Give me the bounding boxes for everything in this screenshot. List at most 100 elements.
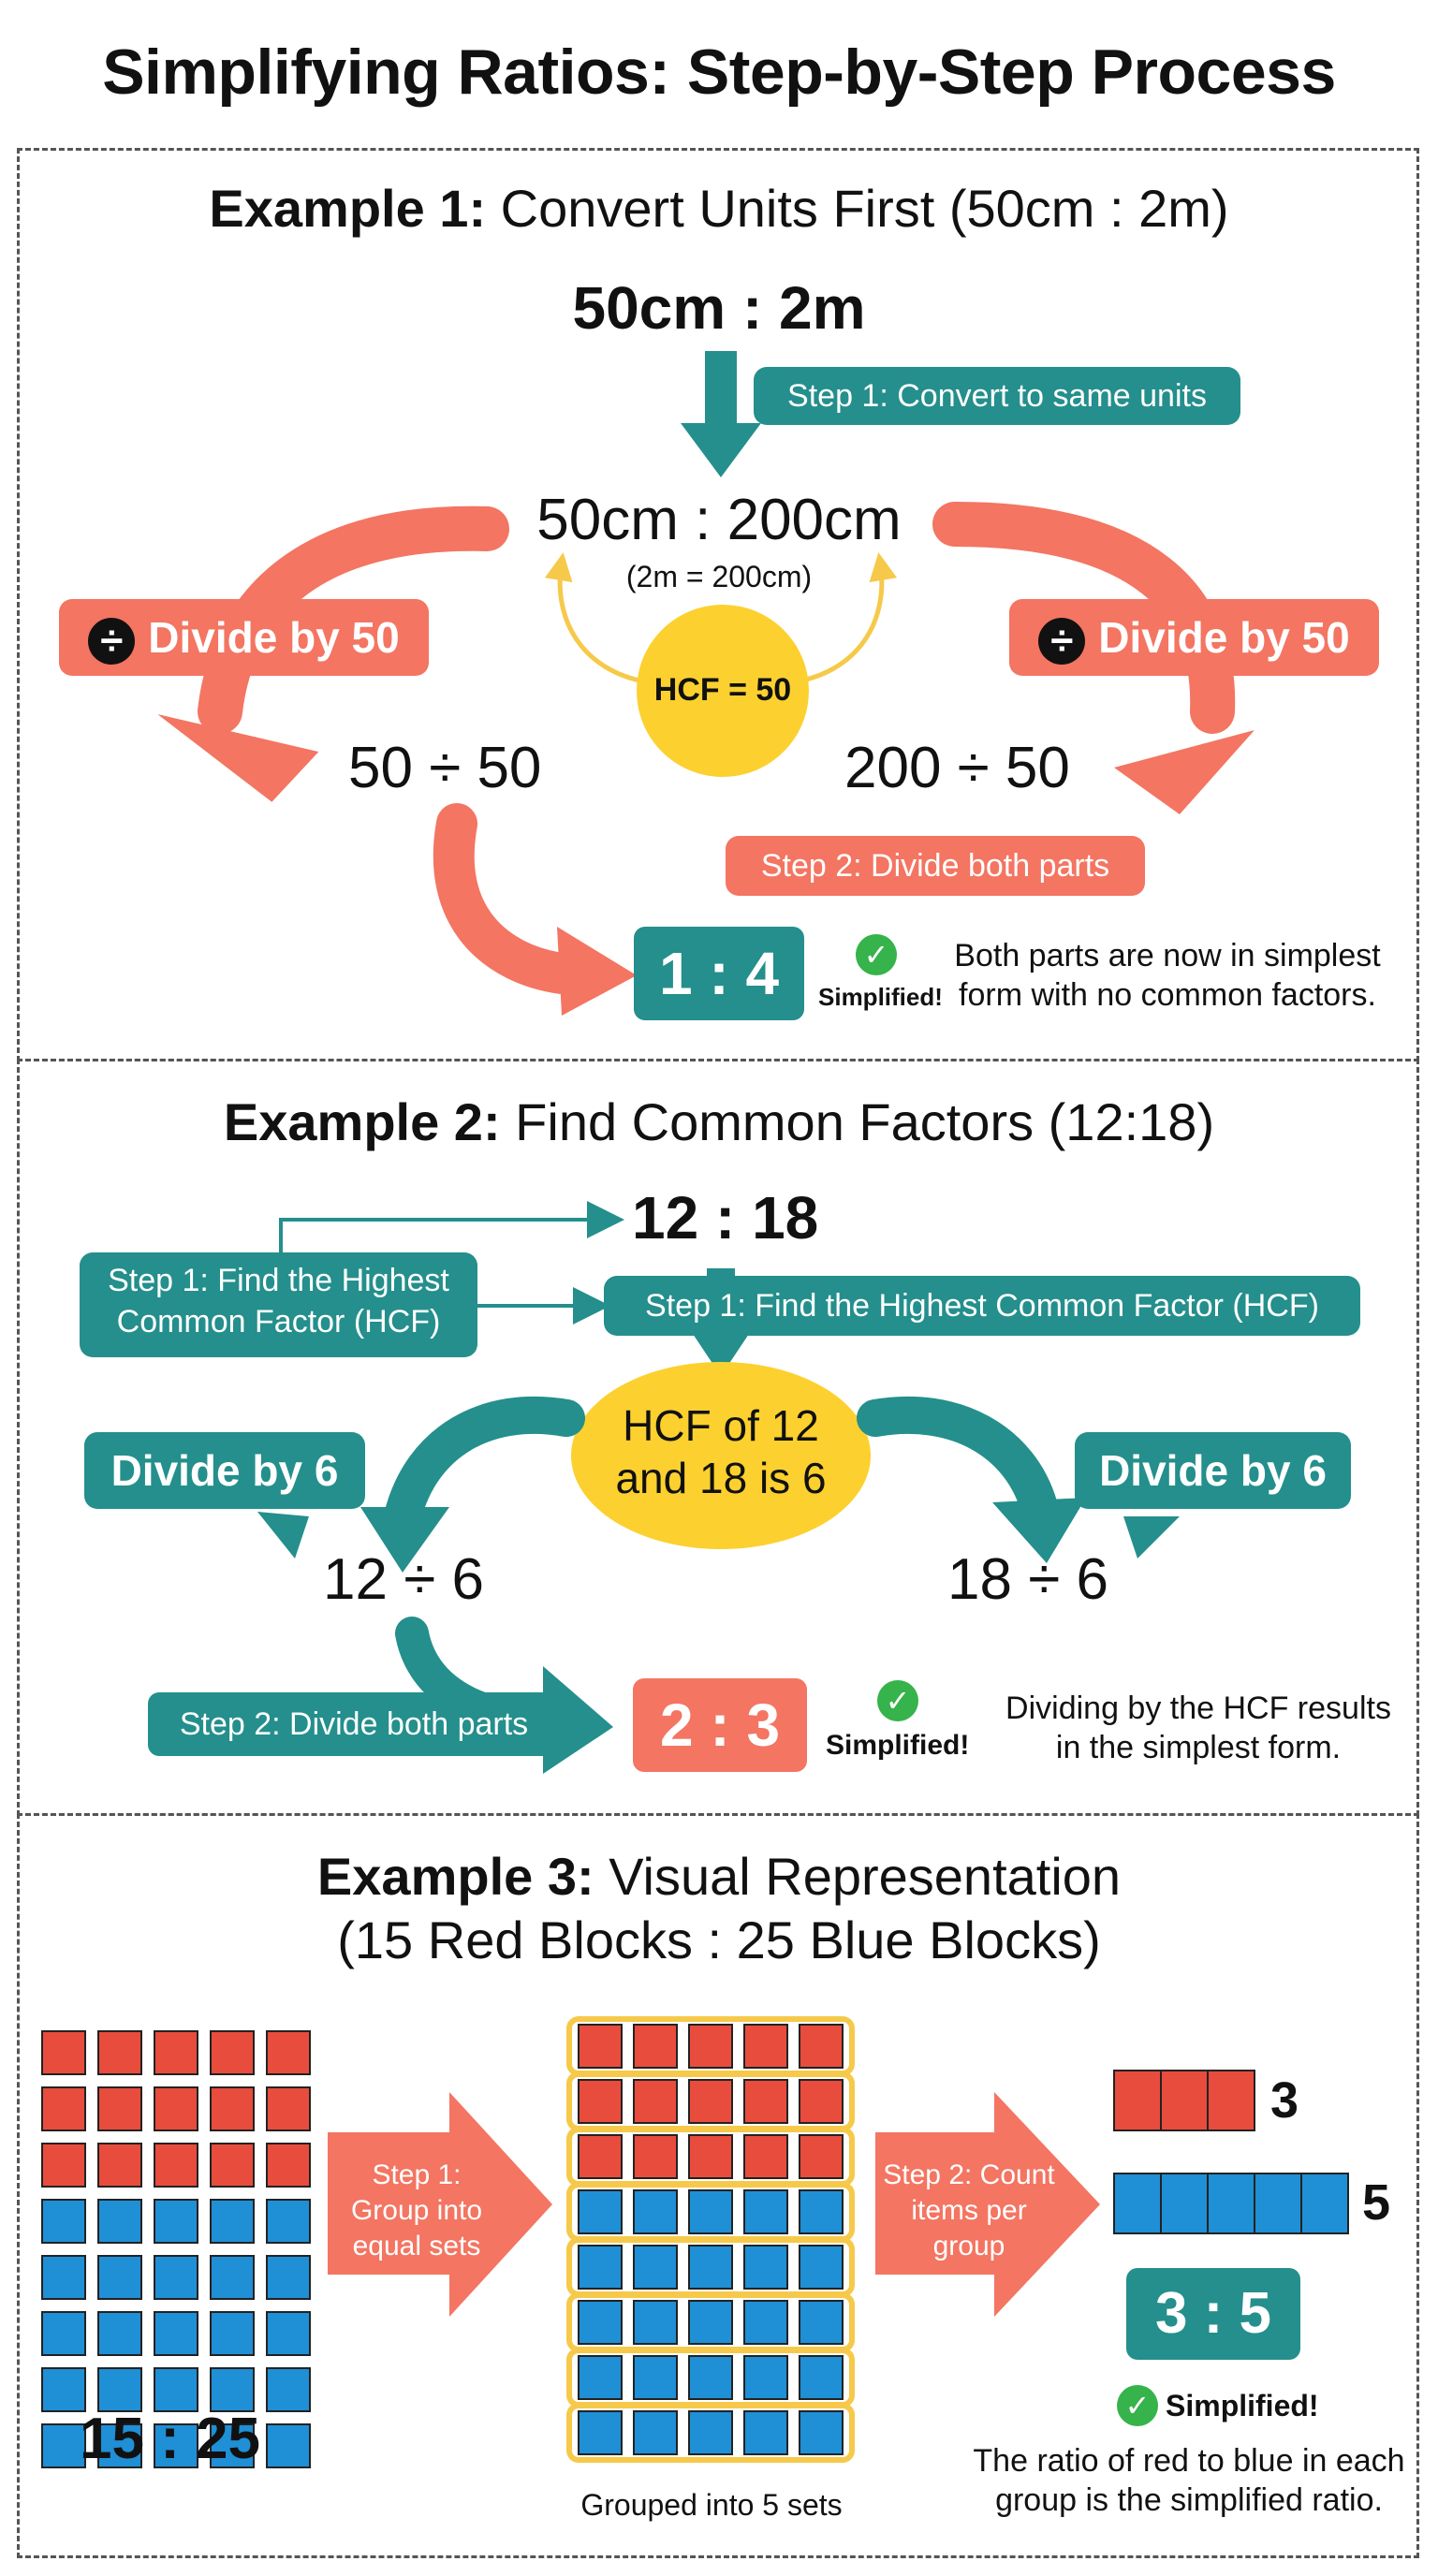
red-block — [266, 2086, 311, 2131]
red-block — [210, 2086, 255, 2131]
red-block — [41, 2086, 86, 2131]
blue-block — [578, 2245, 623, 2290]
blue-block — [799, 2300, 844, 2345]
ex2-step1-right: Step 1: Find the Highest Common Factor (… — [604, 1276, 1360, 1336]
ex3-heading-label: Example 3: — [316, 1847, 594, 1906]
blue-block — [743, 2245, 788, 2290]
blue-block — [266, 2311, 311, 2356]
ex1-hcf-circle — [637, 605, 809, 777]
blue-block — [799, 2410, 844, 2455]
blue-block — [633, 2355, 678, 2400]
ex3-heading-line2: (15 Red Blocks : 25 Blue Blocks) — [337, 1910, 1101, 1969]
ex3-step1-label: Step 1: Group into equal sets — [350, 2159, 483, 2261]
example-3-panel — [17, 1813, 1419, 2558]
page-title: Simplifying Ratios: Step-by-Step Process — [102, 37, 1336, 108]
blue-block — [41, 2423, 86, 2468]
red-block — [97, 2030, 142, 2075]
red-block — [799, 2024, 844, 2069]
ex1-down-arrow-shaft — [705, 351, 737, 426]
ex3-heading: Example 3: Visual Representation — [0, 1846, 1438, 1907]
ex1-left-division: 50 ÷ 50 — [348, 736, 542, 800]
ex3-step1-arrow — [328, 2092, 552, 2317]
blue-block — [210, 2423, 255, 2468]
ex3-simplified: Simplified! — [1166, 2389, 1319, 2422]
blue-block — [97, 2423, 142, 2468]
blue-block — [799, 2189, 844, 2234]
blue-block — [688, 2189, 733, 2234]
blue-block — [41, 2311, 86, 2356]
ex1-result: 1 : 4 — [634, 927, 804, 1020]
blue-block — [688, 2410, 733, 2455]
red-block — [688, 2134, 733, 2179]
blue-block — [97, 2367, 142, 2412]
ex1-step1-label: Step 1: Convert to same units — [754, 367, 1240, 425]
ex3-step2-label: Step 2: Count items per group — [883, 2159, 1055, 2261]
ex1-heading-text: Convert Units First (50cm : 2m) — [500, 179, 1229, 238]
ex3-grouped-caption: Grouped into 5 sets — [580, 2488, 843, 2522]
blue-block — [1207, 2173, 1255, 2234]
red-block — [210, 2143, 255, 2188]
blue-block — [743, 2410, 788, 2455]
ex2-left-curve-arrow — [384, 1396, 585, 1535]
blue-block — [154, 2199, 198, 2244]
ex2-result: 2 : 3 — [633, 1678, 807, 1772]
ex2-heading-text: Find Common Factors (12:18) — [515, 1092, 1215, 1151]
red-block — [41, 2143, 86, 2188]
ex1-result-arrow — [433, 803, 582, 994]
ex2-right-curve-arrow — [857, 1396, 1058, 1526]
ex2-step1-left: Step 1: Find the Highest Common Factor (… — [80, 1252, 477, 1357]
group-frame — [566, 2403, 855, 2463]
blue-block — [210, 2311, 255, 2356]
red-block — [97, 2086, 142, 2131]
blue-block — [1254, 2173, 1302, 2234]
blue-block — [1300, 2173, 1349, 2234]
ex2-simplified: Simplified! — [826, 1730, 970, 1761]
red-block — [633, 2134, 678, 2179]
ex1-right-division: 200 ÷ 50 — [844, 736, 1070, 800]
blue-block — [210, 2255, 255, 2300]
red-block — [266, 2030, 311, 2075]
blue-block — [578, 2300, 623, 2345]
blue-block — [154, 2367, 198, 2412]
blue-block — [799, 2245, 844, 2290]
red-block — [688, 2024, 733, 2069]
blue-block — [743, 2189, 788, 2234]
ex3-step2-arrow — [875, 2092, 1100, 2317]
blue-block — [41, 2255, 86, 2300]
ex1-heading: Example 1: Convert Units First (50cm : 2… — [0, 178, 1438, 239]
check-icon: ✓ — [1117, 2385, 1158, 2426]
ex1-step2-label: Step 2: Divide both parts — [726, 836, 1145, 896]
red-block — [97, 2143, 142, 2188]
blue-block — [266, 2199, 311, 2244]
blue-block — [41, 2367, 86, 2412]
red-block — [799, 2079, 844, 2124]
ex2-connector-top — [279, 1201, 624, 1254]
red-block — [743, 2079, 788, 2124]
ex3-start-ratio: 15 : 25 — [80, 2407, 261, 2471]
blue-block — [688, 2300, 733, 2345]
red-block — [1207, 2070, 1255, 2131]
ex1-converted-ratio: 50cm : 200cm — [536, 488, 902, 552]
blue-block — [688, 2355, 733, 2400]
ex1-yellow-arrow-left — [544, 552, 656, 686]
blue-block — [210, 2367, 255, 2412]
ex2-divide-left: Divide by 6 — [84, 1432, 365, 1509]
red-block — [154, 2086, 198, 2131]
blue-block — [578, 2355, 623, 2400]
ex3-blue-per-group: 5 — [1362, 2174, 1391, 2231]
blue-block — [266, 2423, 311, 2468]
ex1-start-ratio: 50cm : 2m — [572, 274, 866, 342]
blue-block — [41, 2199, 86, 2244]
ex2-heading-label: Example 2: — [223, 1092, 501, 1151]
blue-block — [633, 2410, 678, 2455]
blue-block — [578, 2410, 623, 2455]
ex1-simplified: Simplified! — [818, 983, 943, 1011]
ex2-hcf-ellipse — [571, 1362, 871, 1549]
divide-icon: ÷ — [88, 617, 136, 665]
blue-block — [154, 2255, 198, 2300]
blue-block — [1160, 2173, 1209, 2234]
ex2-step2-label: Step 2: Divide both parts — [148, 1692, 560, 1756]
ex3-heading-line1: Visual Representation — [609, 1847, 1122, 1906]
red-block — [1160, 2070, 1209, 2131]
blue-block — [266, 2367, 311, 2412]
